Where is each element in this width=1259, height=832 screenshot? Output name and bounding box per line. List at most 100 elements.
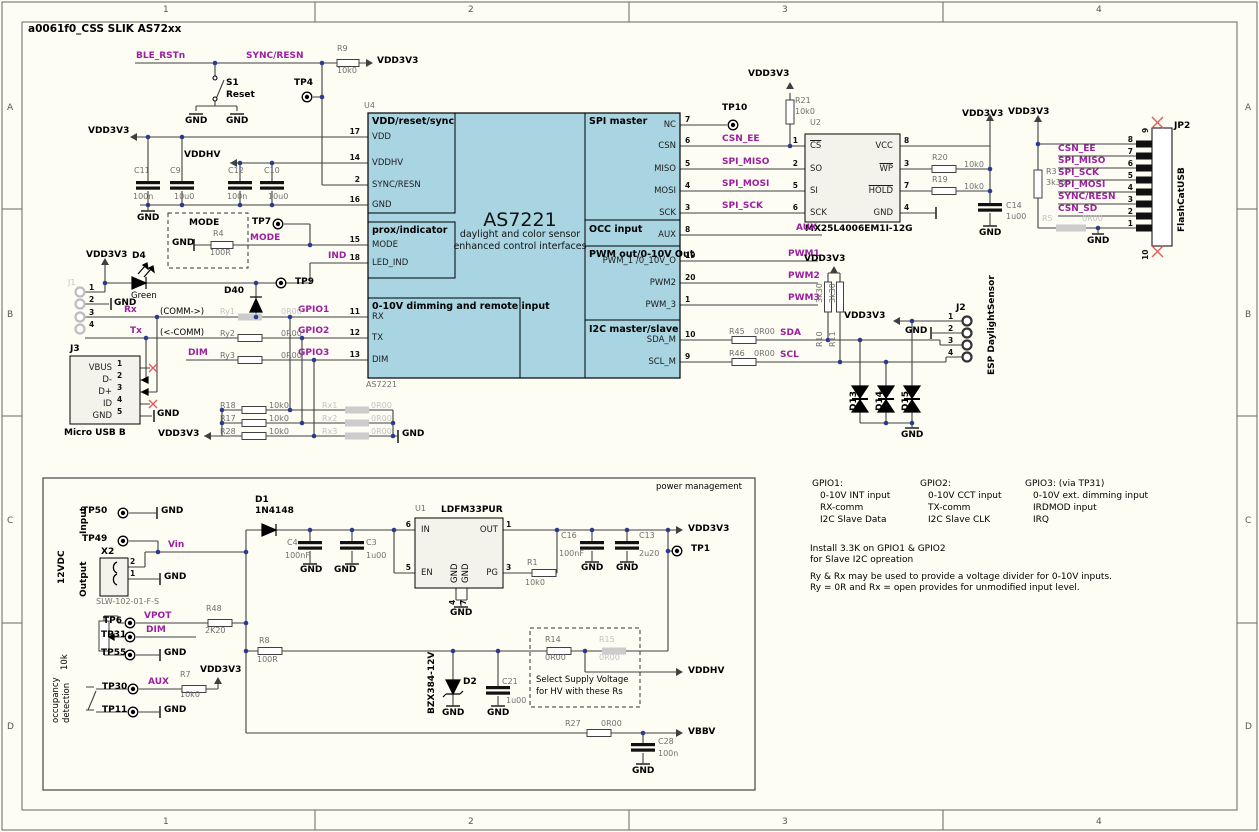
pin-name: VDDHV	[372, 158, 404, 168]
text-label: J1	[68, 278, 76, 287]
text-label: MODE	[189, 218, 220, 228]
text-label: 100nF	[285, 551, 310, 560]
pin-name: ID	[102, 399, 112, 409]
text-label: GND	[114, 298, 137, 308]
u4-block-title: I2C master/slave	[589, 324, 679, 335]
text-label: 0R00	[599, 653, 620, 662]
text-label: D13	[849, 391, 859, 411]
text-label: CSN_EE	[722, 134, 760, 144]
text-label: 100n	[658, 749, 679, 758]
text-label: 0R00	[754, 327, 775, 336]
pin-name: MODE	[372, 240, 398, 250]
pin-number: 2	[354, 175, 360, 184]
text-label: C3	[366, 538, 377, 547]
text-label: R48	[206, 604, 222, 613]
pin-number: 17	[349, 127, 360, 136]
text-label: GND	[450, 608, 473, 618]
text-label: TP11	[102, 705, 128, 715]
frame-row-label: A	[7, 103, 14, 113]
text-label: 3k30	[1046, 178, 1066, 187]
text-label: SPI_SCK	[722, 201, 763, 211]
text-label: Rx2	[322, 414, 338, 423]
pin-number: 6	[792, 203, 798, 212]
text-label: 100nF	[559, 549, 584, 558]
text-label: SCL	[780, 350, 799, 360]
frame-column-label: 2	[468, 5, 474, 15]
text-label: 0R00	[281, 329, 302, 338]
text-label: for Slave I2C opreation	[810, 555, 914, 565]
text-label: 10k	[60, 654, 70, 670]
text-label: VDD3V3	[158, 429, 200, 439]
text-label: 0R00	[281, 307, 302, 316]
text-label: R27	[565, 719, 581, 728]
text-label: R11	[828, 331, 837, 347]
pin-number: 3	[89, 308, 95, 317]
pin-number: 11	[349, 307, 360, 316]
pin-name: IN	[421, 525, 430, 535]
text-label: R20	[932, 153, 948, 162]
pin-number: 8	[904, 136, 910, 145]
pin-number: 16	[349, 195, 360, 204]
text-label: TP55	[101, 648, 127, 658]
text-label: R4	[213, 229, 224, 238]
text-label: 100n	[227, 192, 248, 201]
text-label: 4	[448, 599, 457, 605]
text-label: SDA	[780, 328, 801, 338]
text-label: CSN_EE	[1058, 144, 1096, 154]
pin-name: GND	[873, 208, 894, 218]
text-label: GND	[157, 409, 180, 419]
gpio-note-line: I2C Slave CLK	[928, 515, 991, 525]
pin-number: 2	[117, 371, 123, 380]
text-label: MODE	[250, 233, 281, 243]
text-label: R7	[180, 670, 191, 679]
frame-row-label: D	[7, 722, 14, 732]
gpio-note-line: TX-comm	[928, 503, 971, 513]
text-label: AUX	[148, 677, 169, 687]
text-label: CSN_SD	[1058, 204, 1098, 214]
pin-name: SO	[810, 164, 823, 174]
text-label: PWM2	[788, 271, 820, 281]
pin-name: PWM2	[649, 278, 676, 288]
pin-number: 3	[1127, 195, 1133, 204]
pin-number: 9	[685, 352, 691, 361]
text-label: SYNC/RESN	[1058, 192, 1116, 202]
text-label: ESP DaylightSensor	[987, 275, 997, 375]
text-label: SPI_MISO	[722, 157, 770, 167]
gpio-note-line: RX-comm	[820, 503, 864, 513]
text-label: U1	[415, 504, 426, 513]
text-label: X2	[101, 547, 115, 557]
text-label: SYNC/RESN	[246, 51, 304, 61]
text-label: 7	[459, 599, 468, 605]
text-label: SLW-102-01-F-S	[96, 597, 160, 606]
power-management-box	[42, 477, 756, 791]
u4-description-line1: daylight and color sensor	[459, 229, 581, 240]
text-label: GND	[461, 563, 471, 584]
j3-part-name: Micro USB B	[64, 428, 126, 438]
supply-flags	[101, 59, 1042, 737]
text-label: GND	[979, 228, 1002, 238]
gpio-note-line: 0-10V CCT input	[928, 491, 1002, 501]
text-label: S1	[226, 78, 239, 88]
pin-name: WP	[879, 164, 893, 174]
reset-switch	[212, 75, 218, 102]
text-label: GND	[905, 326, 928, 336]
text-label: Tx	[130, 326, 142, 336]
frame-row-label: C	[1245, 516, 1252, 526]
jp2-connector	[1136, 127, 1173, 247]
pin-name: DIM	[372, 355, 389, 365]
u4-block-title: prox/indicator	[372, 225, 448, 236]
text-label: BLE_RSTn	[136, 51, 186, 61]
pin-name: MISO	[654, 164, 676, 174]
text-label: 10k0	[337, 66, 357, 75]
pin-number: 3	[506, 563, 512, 572]
text-label: TP49	[82, 534, 108, 544]
text-label: 0R00	[371, 414, 392, 423]
text-label: R1	[527, 558, 538, 567]
text-label: TP50	[82, 506, 108, 516]
text-label: 0R00	[281, 351, 302, 360]
text-label: BZX384-12V	[427, 651, 437, 714]
pin-number: 1	[792, 136, 798, 145]
text-label: GND	[164, 648, 187, 658]
text-label: VDD3V3	[86, 250, 128, 260]
